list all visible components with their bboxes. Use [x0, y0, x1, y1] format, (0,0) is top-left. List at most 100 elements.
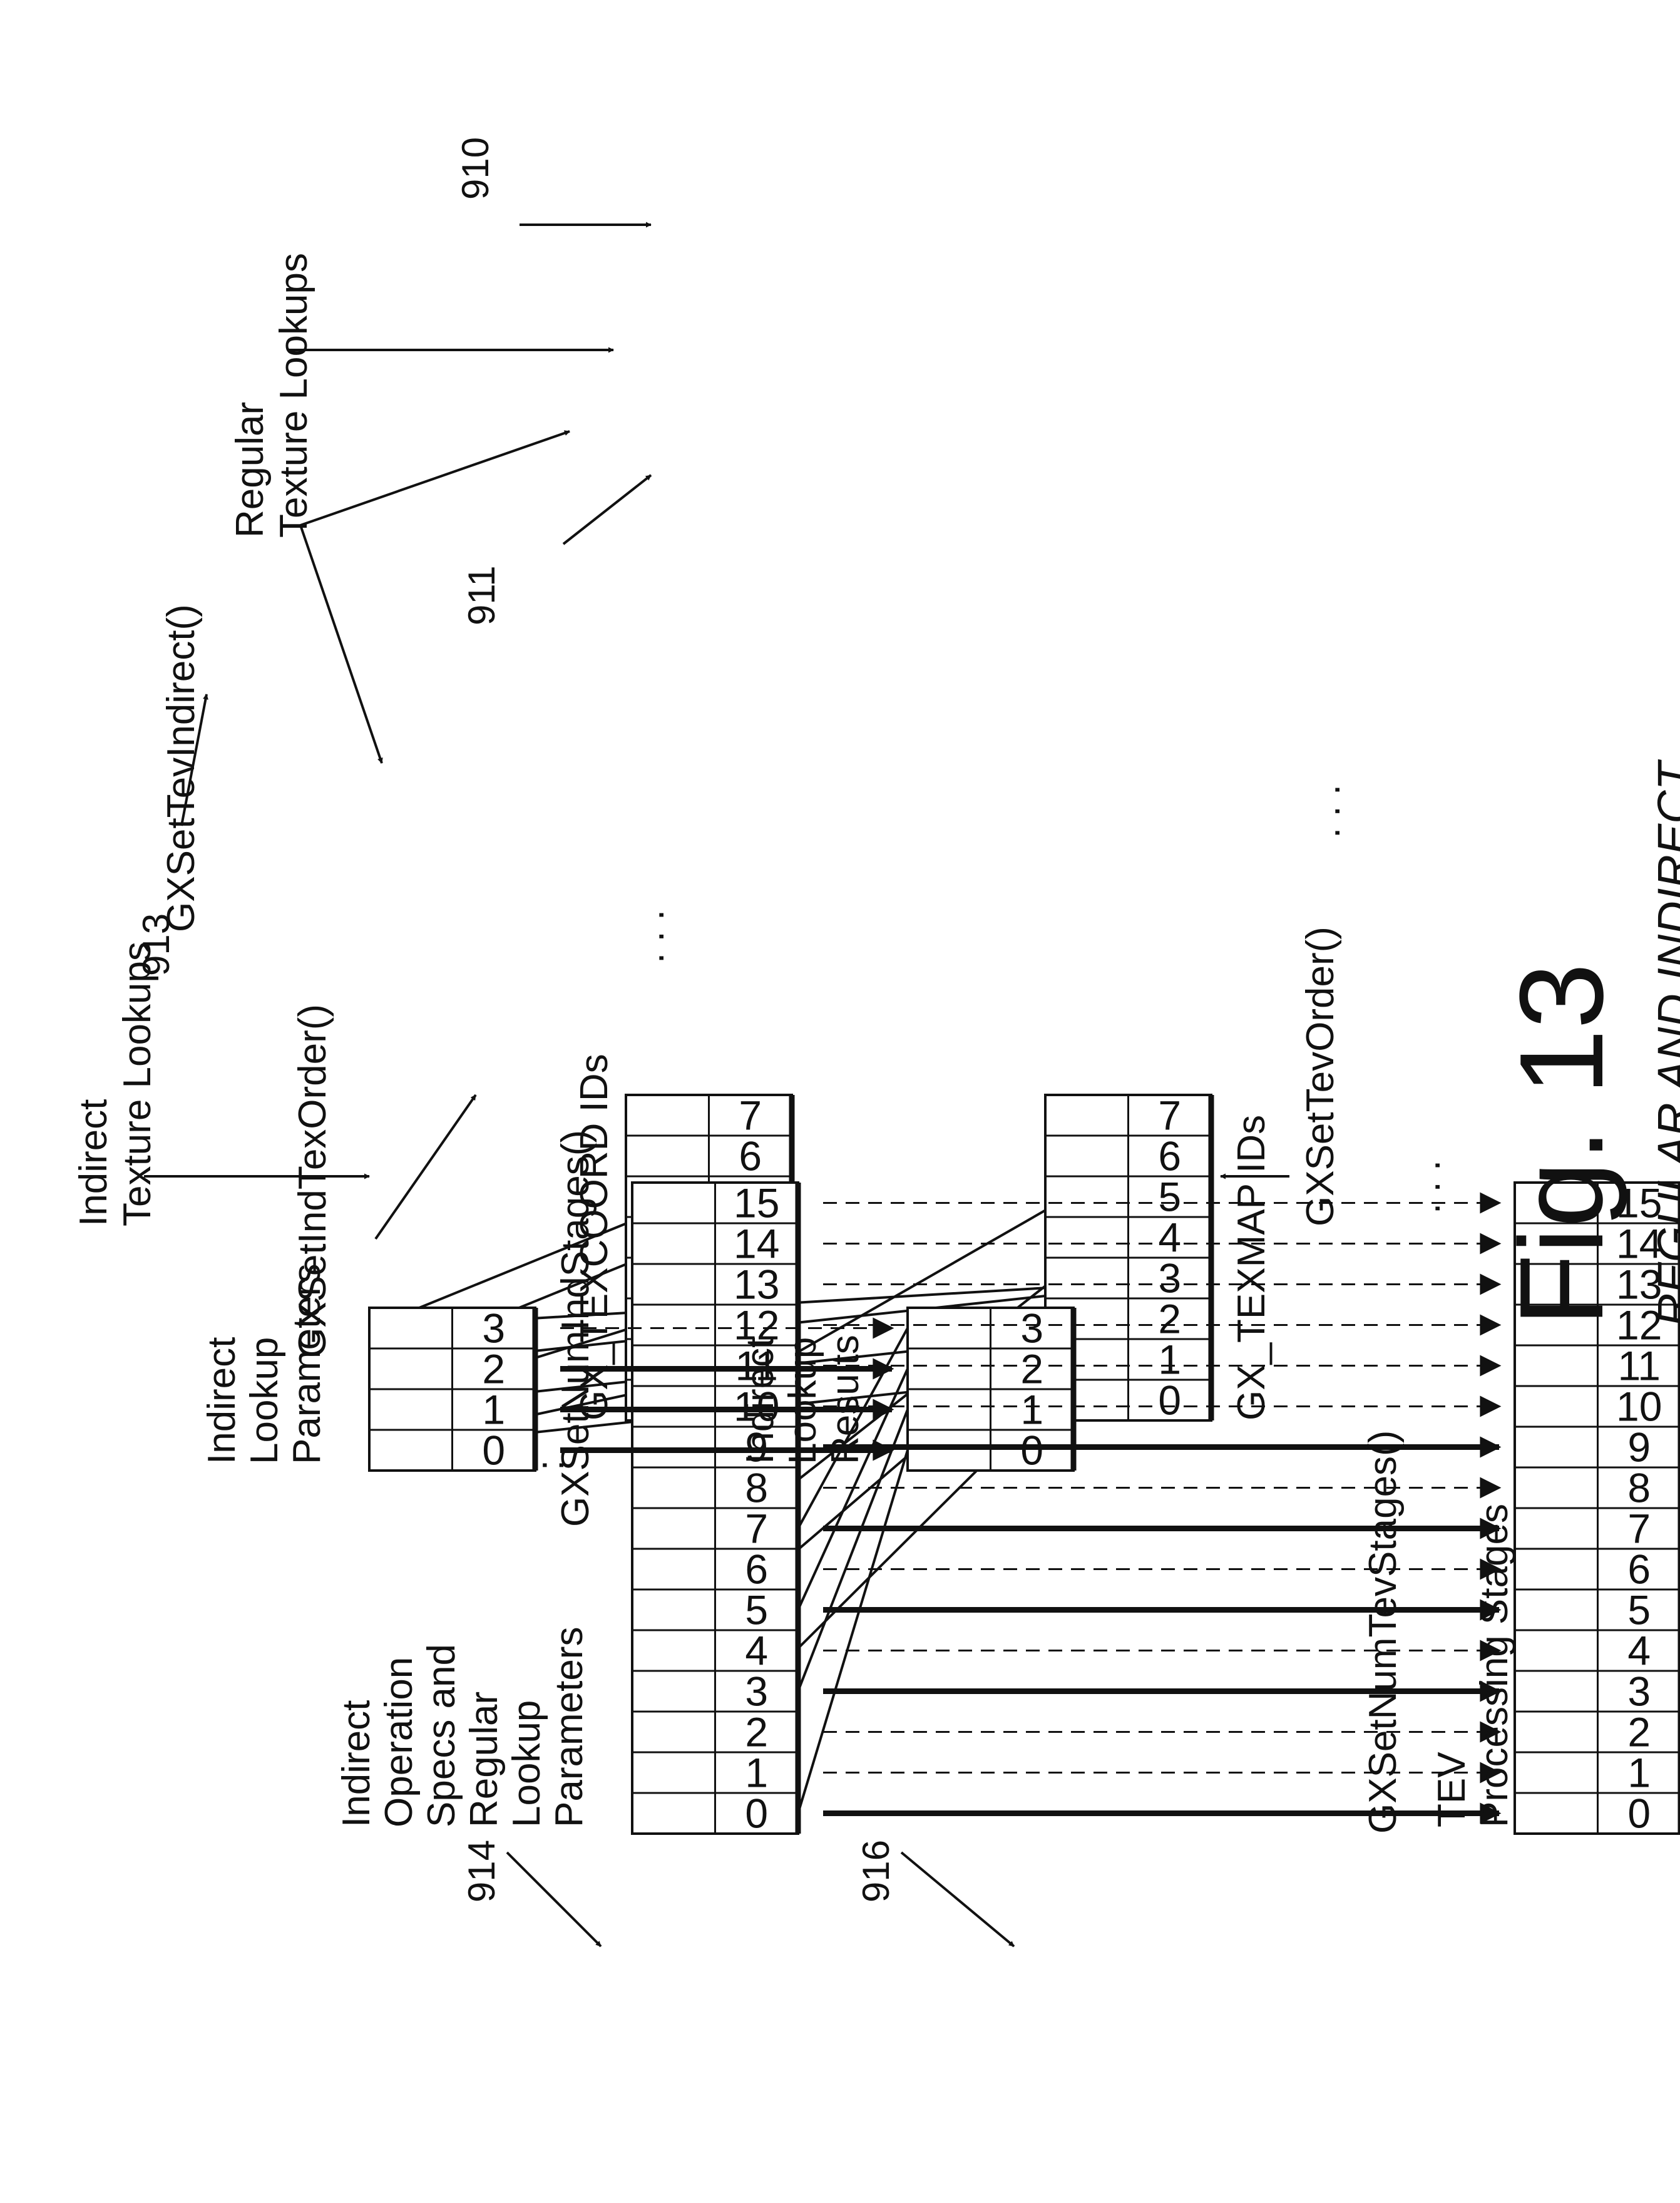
tev-lookup-parameters-table-cell: 6 [745, 1546, 768, 1593]
tev-processing-stages-table-cell: 13 [1616, 1261, 1662, 1308]
ellipsis-tev: . . . [1305, 784, 1348, 838]
ind-results-title: Results [824, 1335, 867, 1464]
ind-results-title: Lookup [781, 1337, 824, 1464]
tev-processing-stages-table-cell: 4 [1627, 1628, 1651, 1674]
gxsetindtexorder-label: GXSetIndTexOrder() [291, 1004, 334, 1358]
ref-916: 916 [855, 1840, 897, 1903]
texcoord-title: GX_TEXCOORD IDs [573, 1054, 616, 1420]
ind-results-title: Indirect [739, 1337, 782, 1464]
tev-lookup-parameters-table-cell: 1 [745, 1750, 768, 1796]
tev-lookup-parameters-table-cell: 13 [734, 1261, 779, 1308]
indirect-lookup-parameters-table-cell: 0 [482, 1427, 505, 1474]
ref-914-arrow [506, 1851, 602, 1948]
gxsettevindirect-label: GXSetTevIndirect() [160, 604, 203, 932]
tev-processing-stages-table-cell: 3 [1627, 1668, 1651, 1715]
texmap-ids-table-cell: 1 [1158, 1337, 1181, 1383]
tev-params-title: Lookup [505, 1700, 548, 1827]
tev-indirect-arrow-b [299, 525, 383, 764]
tev-lookup-parameters-table-cell: 2 [745, 1709, 768, 1755]
regular-texture-lookups-label: Texture Lookups [272, 253, 315, 538]
texmap-ids-table-cell: 4 [1158, 1214, 1181, 1261]
tev-processing-stages-table-cell: 1 [1627, 1750, 1651, 1796]
tev-processing-stages-table-cell: 10 [1616, 1384, 1662, 1430]
tev-processing-stages-table-cell: 6 [1627, 1546, 1651, 1593]
ind-params-title: Lookup [243, 1337, 286, 1464]
tev-lookup-parameters-table-cell: 4 [745, 1628, 768, 1674]
tev-processing-stages-table-cell: 12 [1616, 1302, 1662, 1348]
tev-lookup-parameters-table-cell: 0 [745, 1790, 768, 1837]
tev-lookup-parameters-table-cell: 11 [735, 1343, 778, 1389]
indirect-lookup-parameters-table-cell: 1 [482, 1387, 505, 1433]
texcoord-ids-table-cell: 6 [739, 1133, 762, 1179]
gxsetnumtevstages-label: GXSetNumTevStages() [1361, 1430, 1405, 1834]
tev-processing-stages-table-cell: 2 [1627, 1709, 1651, 1755]
tev-processing-stages-table-cell: 11 [1617, 1343, 1661, 1389]
regular-texture-lookups-label: Regular [228, 402, 272, 538]
tev-lookup-parameters-table-cell: 7 [745, 1506, 768, 1552]
ellipsis-ind: : [529, 1460, 572, 1471]
tev-params-title: Regular [463, 1692, 506, 1827]
tev-params-title: Specs and [420, 1644, 463, 1827]
ellipsis-texcoord: . . . [629, 910, 672, 963]
ref-913: 913 [135, 913, 177, 976]
gxsetindtexorder-arrow [374, 1094, 477, 1240]
indirect-lookup-parameters-table-cell: 2 [482, 1346, 505, 1392]
ellipsis-texmap: . . . [1405, 1160, 1448, 1214]
tev-lookup-parameters-table-cell: 8 [745, 1465, 768, 1511]
texmap-ids-table-cell: 6 [1158, 1133, 1181, 1179]
texmap-ids-table-cell: 0 [1158, 1377, 1181, 1424]
tev-lookup-parameters-table-cell: 12 [734, 1302, 779, 1348]
tev-lookup-parameters-table-cell: 15 [734, 1180, 779, 1226]
gxsettevorder-label: GXSetTevOrder() [1299, 927, 1342, 1226]
indirect-lookup-results-table-cell: 0 [1020, 1427, 1043, 1474]
tev-processing-stages-table-cell: 14 [1616, 1221, 1662, 1267]
indirect-lookup-results-table-cell: 3 [1020, 1305, 1043, 1352]
ind-results-to-tev-line [797, 1449, 909, 1814]
tev-processing-stages-table-cell: 7 [1627, 1506, 1651, 1552]
tev-lookup-parameters-table-cell: 10 [734, 1384, 779, 1430]
texcoord-ids-table-cell: 7 [739, 1092, 762, 1139]
tev-processing-stages-table-cell: 15 [1616, 1180, 1662, 1226]
texmap-ids-table-cell: 3 [1158, 1255, 1181, 1302]
ref-914: 914 [461, 1840, 503, 1903]
ind-params-title: Parameters [285, 1264, 329, 1464]
texmap-ids-table-cell: 7 [1158, 1092, 1181, 1139]
tev-lookup-parameters-table-cell: 3 [745, 1668, 768, 1715]
tev-params-title: Parameters [548, 1627, 591, 1827]
texmap-ids-table-cell: 5 [1158, 1174, 1181, 1220]
indirect-texture-lookups-label: Indirect [72, 1099, 115, 1226]
tev-lookup-parameters-table-cell: 9 [745, 1424, 768, 1471]
figure-number: Fig. 13 [1495, 963, 1628, 1327]
tev-indirect-arrow-a [300, 430, 570, 526]
tev-processing-stages-table-cell: 0 [1627, 1790, 1651, 1837]
tev-processing-stages-table-cell: 9 [1627, 1424, 1651, 1471]
ind-params-title: Indirect [200, 1337, 243, 1464]
ref-916-arrow [900, 1851, 1015, 1948]
tev-processing-stages-table-cell: 5 [1627, 1587, 1651, 1633]
ref-913-arrow [180, 694, 208, 826]
indirect-lookup-results-table-cell: 2 [1020, 1346, 1043, 1392]
tev-params-title: Indirect [335, 1700, 378, 1827]
tev-stages-title: Processing Stages [1473, 1504, 1516, 1827]
indirect-lookup-parameters-table-cell: 3 [482, 1305, 505, 1352]
texmap-title: GX_TEXMAP IDs [1230, 1115, 1273, 1420]
tev-stages-title: TEV [1430, 1752, 1473, 1827]
tev-processing-stages-table-cell: 8 [1627, 1465, 1651, 1511]
figure-caption-line-1: REGULAR AND INDIRECT [1648, 759, 1680, 1327]
gxsetnumindstages-label: GXSetNumIndStages() [554, 1130, 597, 1527]
indirect-lookup-results-table-cell: 1 [1020, 1387, 1043, 1433]
tev-params-title: Operation [377, 1657, 421, 1827]
texmap-ids-table-cell: 2 [1158, 1296, 1181, 1342]
tev-lookup-parameters-table-cell: 14 [734, 1221, 779, 1267]
ref-911: 911 [461, 565, 503, 625]
tev-lookup-parameters-table-cell: 5 [745, 1587, 768, 1633]
indirect-texture-lookups-label: Texture Lookups [116, 942, 159, 1226]
ref-911-arrow [562, 474, 652, 545]
stage-arrows [560, 1192, 1502, 1824]
ref-910: 910 [454, 137, 496, 200]
